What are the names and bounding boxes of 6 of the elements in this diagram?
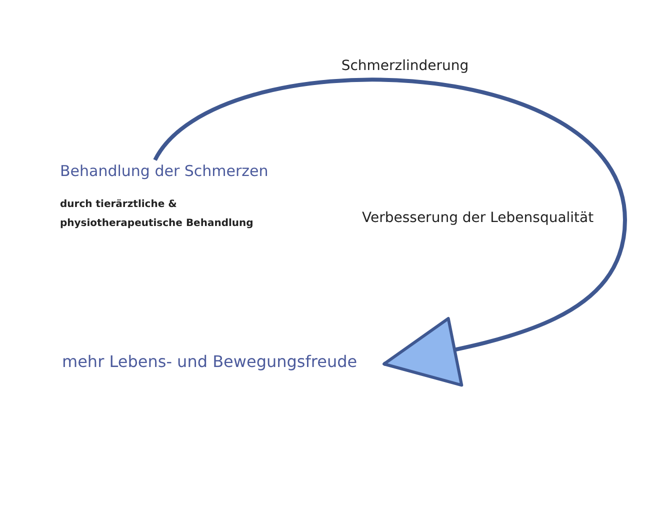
curved-arrow <box>153 78 627 387</box>
node-heading: mehr Lebens- und Bewegungsfreude <box>62 351 358 373</box>
arrow-caption: Schmerzlinderung <box>340 57 470 76</box>
node-heading: Behandlung der Schmerzen <box>60 161 270 182</box>
node-description: durch tierärztliche & physiotherapeutische Behandlung <box>60 198 254 230</box>
arrow-caption: Verbesserung der Lebensqualität <box>362 209 595 228</box>
